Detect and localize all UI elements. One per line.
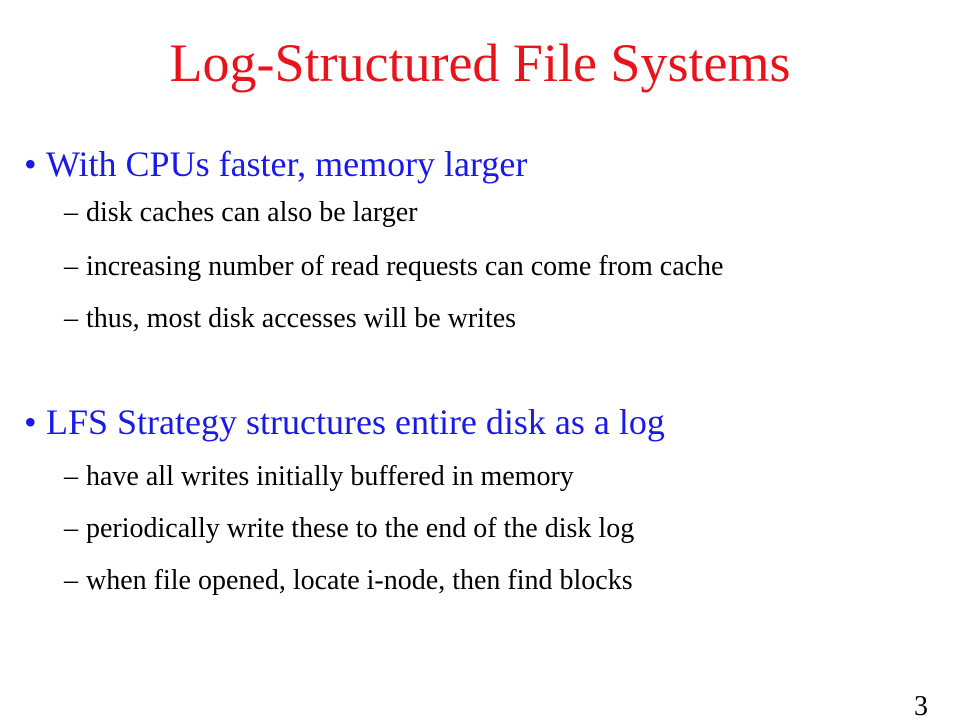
bullet-item: •LFS Strategy structures entire disk as …: [24, 400, 665, 444]
slide-title: Log-Structured File Systems: [169, 33, 791, 93]
sub-item-text: when file opened, locate i-node, then fi…: [86, 565, 633, 596]
sub-item: –disk caches can also be larger: [64, 196, 417, 230]
sub-item-text: disk caches can also be larger: [86, 197, 418, 228]
dash-marker: –: [64, 303, 78, 334]
sub-item: –thus, most disk accesses will be writes: [64, 302, 516, 336]
sub-item-text: thus, most disk accesses will be writes: [86, 303, 517, 334]
dash-marker: –: [64, 513, 78, 544]
sub-item: –periodically write these to the end of …: [64, 512, 634, 546]
sub-item: –increasing number of read requests can …: [64, 250, 723, 284]
sub-item-text: increasing number of read requests can c…: [86, 251, 724, 282]
sub-item-text: have all writes initially buffered in me…: [86, 461, 574, 492]
dash-marker: –: [64, 251, 78, 282]
dash-marker: –: [64, 197, 78, 228]
sub-item-text: periodically write these to the end of t…: [86, 513, 635, 544]
bullet-text: With CPUs faster, memory larger: [46, 144, 528, 184]
bullet-marker: •: [24, 144, 37, 184]
bullet-marker: •: [24, 402, 37, 442]
dash-marker: –: [64, 461, 78, 492]
sub-item: –have all writes initially buffered in m…: [64, 460, 574, 494]
sub-item: –when file opened, locate i-node, then f…: [64, 564, 633, 598]
dash-marker: –: [64, 565, 78, 596]
page-number: 3: [914, 691, 928, 722]
bullet-text: LFS Strategy structures entire disk as a…: [46, 402, 665, 442]
bullet-item: •With CPUs faster, memory larger: [24, 142, 527, 186]
